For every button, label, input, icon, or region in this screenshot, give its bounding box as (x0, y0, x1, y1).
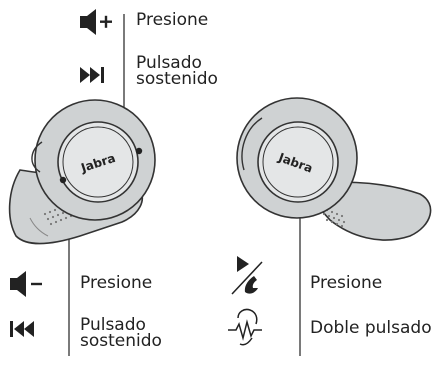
hearthrough-icon (228, 308, 262, 346)
next-track-label-line1: Pulsado (136, 53, 202, 73)
right-earbud: Jabra (8, 99, 156, 245)
play-phone-icon (231, 256, 263, 295)
previous-track-icon (10, 321, 34, 337)
next-track-label-line2: sostenido (136, 69, 218, 89)
volume-up-icon (80, 9, 112, 35)
previous-track-label-line2: sostenido (80, 331, 162, 351)
play-answer-label: Presione (310, 273, 383, 293)
previous-track-label-line1: Pulsado (80, 315, 146, 335)
volume-down-label: Presione (80, 273, 153, 293)
hearthrough-label: Doble pulsado (310, 318, 432, 338)
next-track-icon (80, 67, 104, 83)
volume-up-label: Presione (136, 10, 209, 30)
volume-down-icon (10, 271, 42, 297)
left-earbud: Jabra (236, 97, 432, 241)
